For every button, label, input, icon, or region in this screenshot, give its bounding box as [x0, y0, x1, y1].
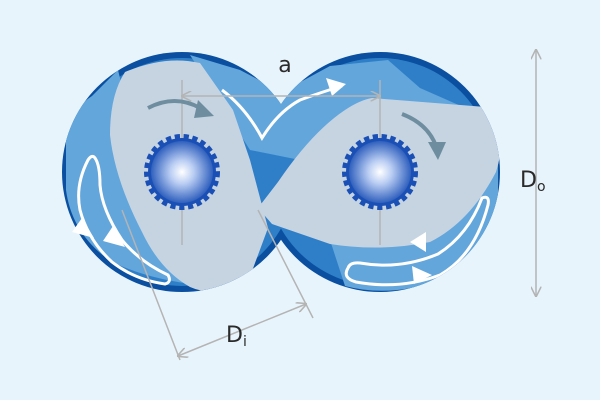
- label-outer-diameter: Do: [520, 168, 546, 195]
- label-inner-diameter: Di: [226, 323, 247, 350]
- left-shaft: [144, 134, 220, 210]
- dimension-a: a: [182, 53, 380, 96]
- dimension-inner-diameter: Di: [121, 209, 314, 361]
- arrowhead-icon: [412, 266, 432, 284]
- arrowhead-icon: [103, 226, 125, 247]
- dimension-outer-diameter: Do: [520, 50, 546, 296]
- right-shaft: [342, 134, 418, 210]
- label-center-distance: a: [278, 53, 291, 78]
- arrowhead-icon: [410, 232, 426, 252]
- flow-loop-right: [344, 195, 490, 287]
- rotation-arrow-right: [401, 112, 446, 160]
- curved-arrow-icon: [147, 99, 201, 110]
- arrowhead-icon: [72, 218, 94, 238]
- rotation-arrow-left: [147, 99, 214, 118]
